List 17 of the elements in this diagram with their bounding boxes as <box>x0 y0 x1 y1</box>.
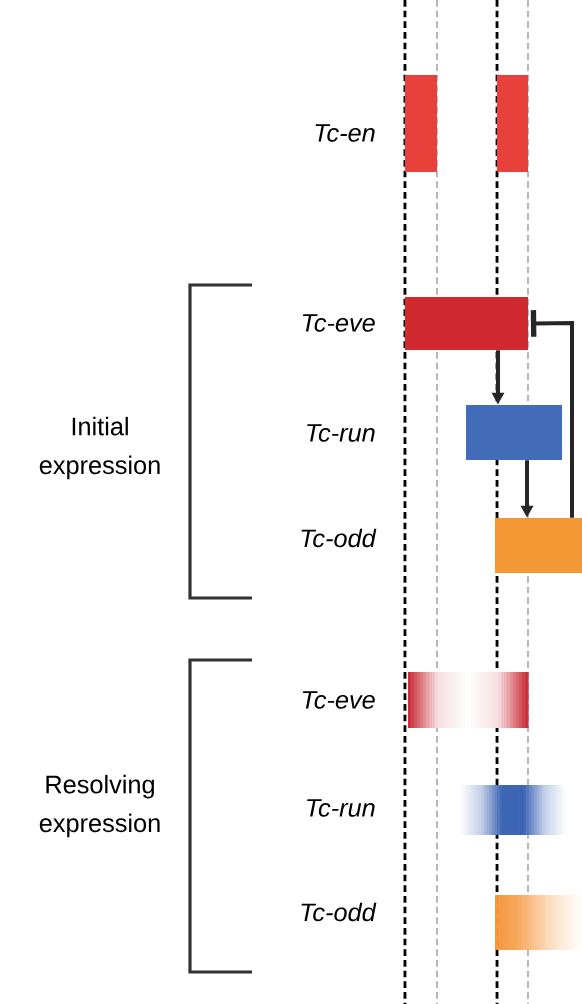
fading-expression-bar <box>495 895 582 950</box>
gene-label: Tc-en <box>315 124 375 142</box>
expression-bar <box>405 75 437 172</box>
gene-label: Tc-odd <box>301 528 377 548</box>
expression-bar <box>497 75 528 172</box>
arrow <box>530 310 574 518</box>
expression-bar <box>405 297 528 350</box>
group-label: Initial expression <box>39 416 160 480</box>
gene-label: Tc-eve <box>302 314 375 332</box>
group-label: Resolving expression <box>39 774 160 838</box>
expression-bar <box>466 405 562 460</box>
gene-label: Tc-eve <box>302 691 375 709</box>
gene-label: Tc-run <box>307 799 375 817</box>
fading-expression-bar <box>408 672 529 728</box>
gene-label: Tc-run <box>307 424 375 442</box>
gene-label: Tc-odd <box>301 902 377 922</box>
expression-bar <box>495 518 582 573</box>
